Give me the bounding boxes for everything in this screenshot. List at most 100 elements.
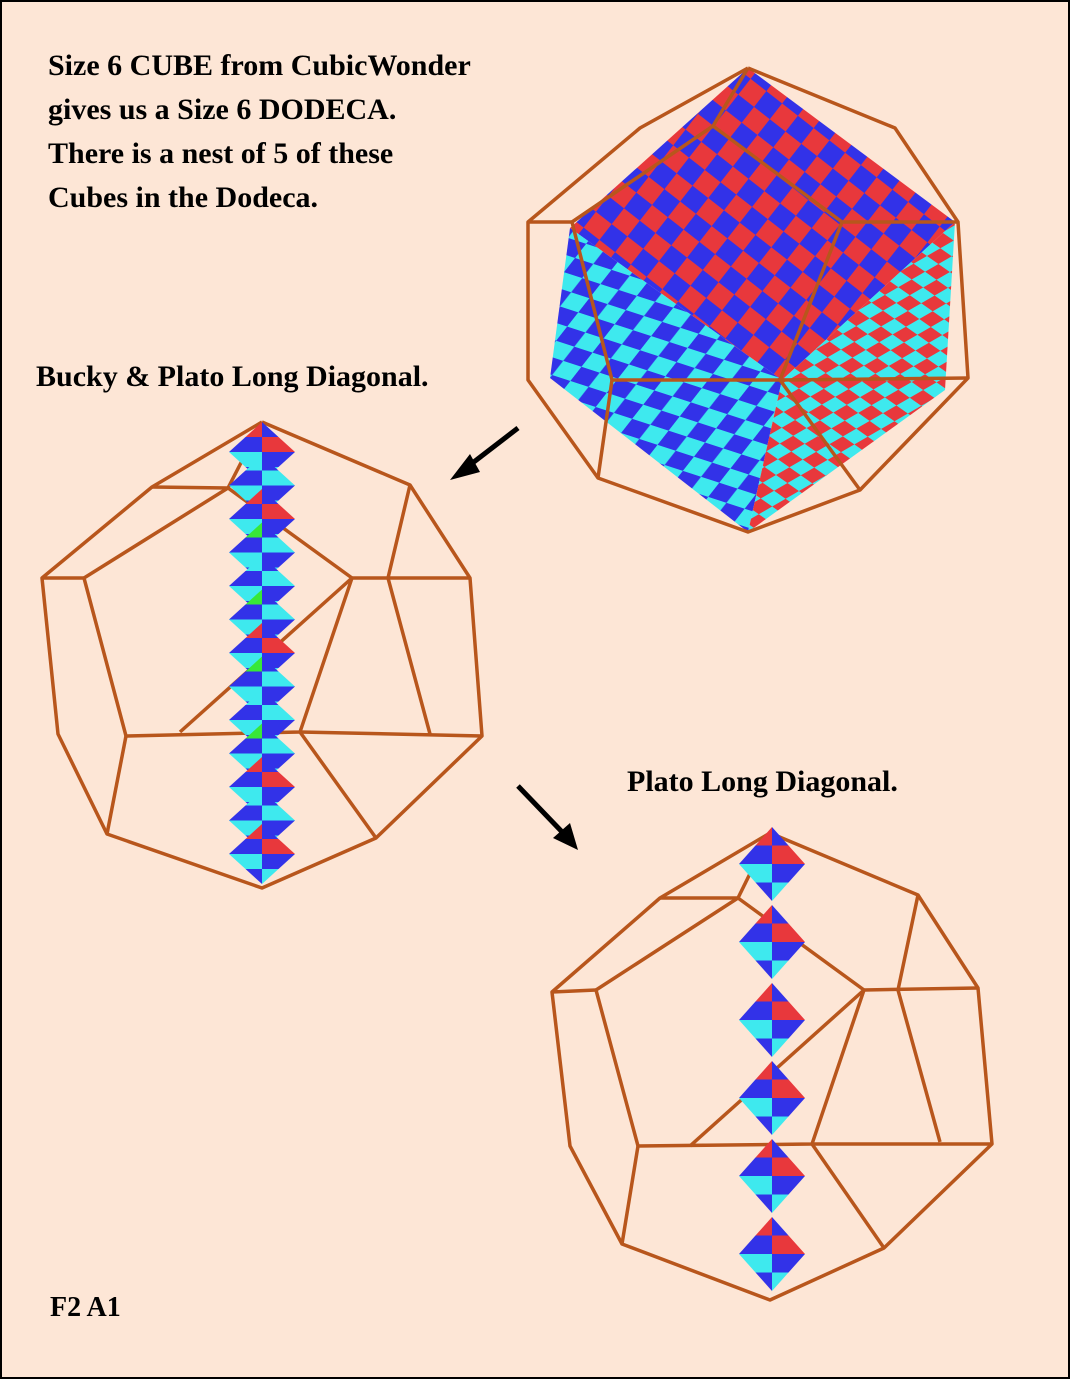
facet (262, 537, 295, 553)
plato-octahedron (739, 1061, 805, 1135)
facet (772, 960, 789, 979)
intro-line-4: Cubes in the Dodeca. (48, 181, 319, 214)
facet (262, 738, 295, 754)
intro-line-2: gives us a Size 6 DODECA. (48, 93, 397, 126)
facet (772, 882, 789, 901)
facet (262, 690, 279, 705)
bucky-plato-caption: Bucky & Plato Long Diagonal. (36, 360, 429, 393)
facet (262, 723, 279, 739)
facet (739, 1098, 772, 1117)
facet (755, 1038, 772, 1057)
facet (229, 738, 262, 754)
facet (772, 1020, 805, 1039)
intro-line-1: Size 6 CUBE from CubicWonder (48, 49, 471, 82)
facet (245, 623, 262, 638)
facet (739, 1235, 772, 1254)
facet (245, 656, 262, 672)
facet (262, 772, 295, 787)
facet (739, 1254, 772, 1273)
facet (772, 923, 805, 942)
plato-octahedron (739, 905, 805, 979)
facet (755, 882, 772, 901)
facet (245, 422, 262, 437)
dodeca-wireframe-bucky (40, 420, 484, 890)
facet (262, 671, 295, 687)
facet (772, 1061, 789, 1080)
facet (262, 623, 279, 638)
facet (739, 1079, 772, 1098)
facet (262, 705, 295, 720)
facet (772, 1079, 805, 1098)
facet (772, 1176, 805, 1195)
facet (262, 656, 279, 672)
facet (262, 437, 295, 452)
facet (262, 854, 295, 869)
facet (739, 1001, 772, 1020)
facet (229, 571, 262, 586)
facet (229, 537, 262, 553)
facet (772, 1235, 805, 1254)
facet (262, 489, 279, 504)
facet (229, 854, 262, 869)
dodeca-cube-figure (526, 66, 970, 534)
bucky-diagonal-stack (229, 422, 295, 884)
facet (772, 942, 805, 961)
facet (755, 1061, 772, 1080)
facet (772, 827, 789, 846)
facet (245, 522, 262, 538)
plato-octahedron (739, 1139, 805, 1213)
facet (755, 1272, 772, 1291)
facet (229, 705, 262, 720)
facet (755, 960, 772, 979)
facet (245, 489, 262, 504)
facet (245, 824, 262, 839)
facet (262, 869, 279, 884)
facet (772, 845, 805, 864)
facet (229, 839, 262, 854)
facet (772, 1098, 805, 1117)
plato-caption: Plato Long Diagonal. (627, 765, 898, 798)
bucky-plato-dodeca-figure (40, 420, 484, 890)
facet (245, 455, 262, 471)
facet (755, 1139, 772, 1158)
bucky-cell (229, 824, 295, 884)
facet (755, 1194, 772, 1213)
facet (755, 827, 772, 846)
facet (262, 589, 279, 605)
facet (262, 470, 295, 486)
facet (262, 805, 295, 821)
facet (755, 1116, 772, 1135)
facet (772, 1272, 789, 1291)
facet (245, 790, 262, 806)
facet (262, 824, 279, 839)
cube-solid (550, 68, 955, 532)
facet (262, 455, 279, 471)
facet (245, 723, 262, 739)
intro-line-3: There is a nest of 5 of these (48, 137, 394, 170)
facet (229, 638, 262, 653)
facet (739, 923, 772, 942)
facet (262, 757, 279, 772)
facet (229, 772, 262, 787)
facet (772, 983, 789, 1002)
facet (772, 905, 789, 924)
facet (262, 638, 295, 653)
facet (245, 556, 262, 571)
plato-diagonal-stack (739, 827, 805, 1291)
facet (755, 983, 772, 1002)
facet (772, 1157, 805, 1176)
plato-octahedron (739, 827, 805, 901)
plato-dodeca-figure (550, 827, 994, 1302)
facet (229, 470, 262, 486)
facet (262, 422, 279, 437)
arrow-to-bucky (450, 426, 520, 480)
cube-right-face (748, 222, 955, 532)
facet (245, 757, 262, 772)
facet (755, 1217, 772, 1236)
facet (262, 522, 279, 538)
intro-text: Size 6 CUBE from CubicWonder gives us a … (48, 44, 471, 220)
facet (229, 805, 262, 821)
facet (262, 571, 295, 586)
facet (772, 1139, 789, 1158)
